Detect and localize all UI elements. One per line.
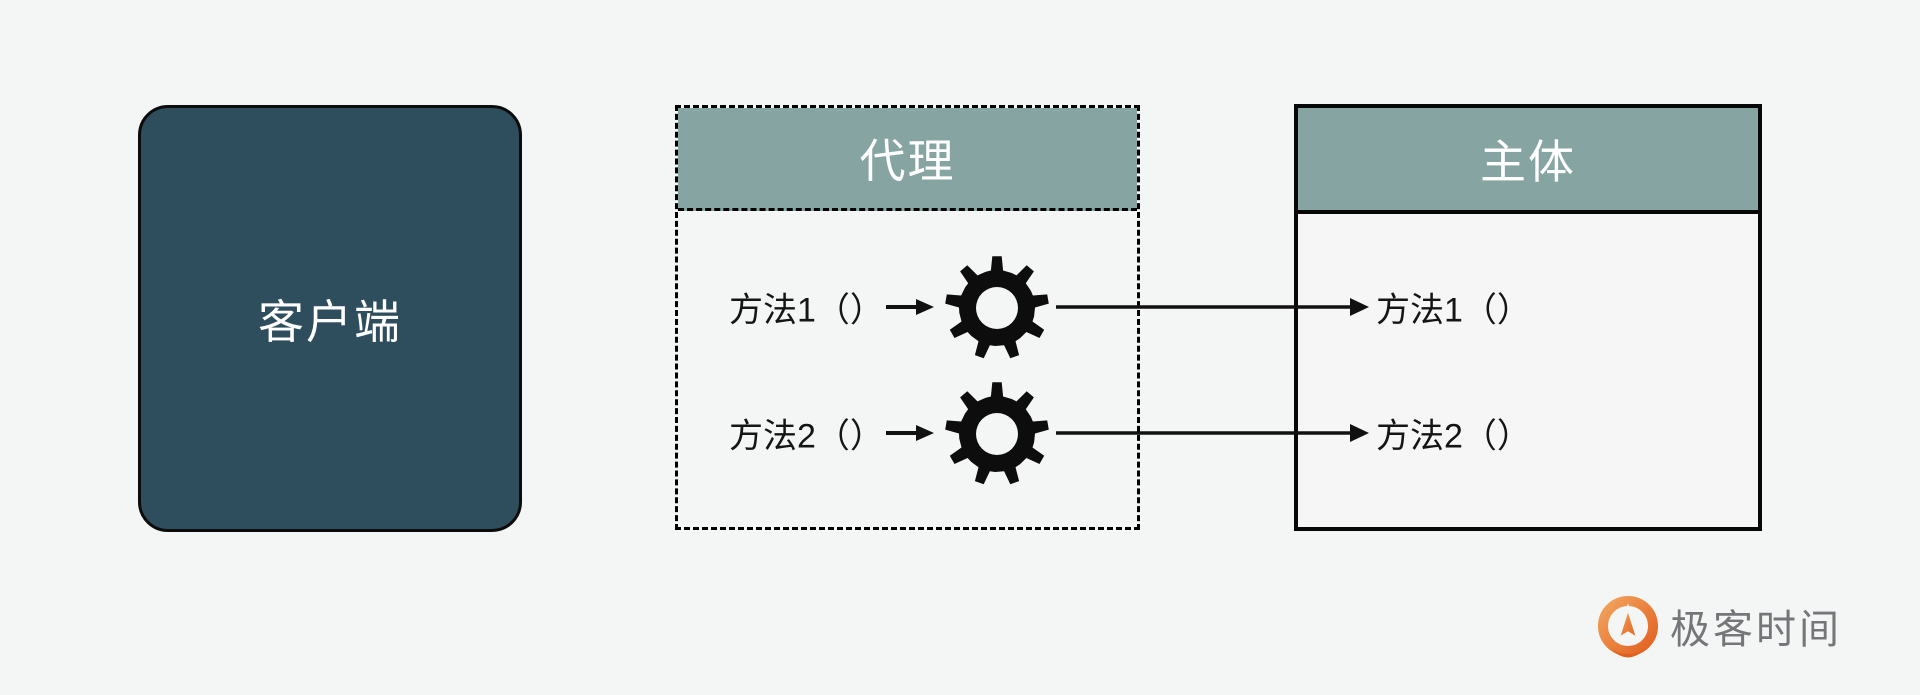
subject-method-2: 方法2（） [1376, 417, 1531, 456]
subject-title: 主体 [1480, 136, 1576, 188]
subject-header: 主体 [1298, 108, 1758, 214]
geektime-logo: 极客时间 [1598, 595, 1842, 665]
proxy-header: 代理 [678, 108, 1137, 211]
geektime-icon [1598, 596, 1658, 658]
proxy-method-2: 方法2（） [729, 417, 884, 456]
proxy-box: 代理 [675, 105, 1140, 530]
subject-method-1: 方法1（） [1376, 291, 1531, 330]
subject-box: 主体 [1294, 104, 1762, 531]
client-label: 客户端 [258, 295, 402, 348]
client-box: 客户端 [138, 105, 522, 532]
proxy-title: 代理 [859, 135, 956, 187]
proxy-method-1: 方法1（） [729, 291, 884, 330]
geektime-logo-text: 极客时间 [1670, 608, 1842, 652]
